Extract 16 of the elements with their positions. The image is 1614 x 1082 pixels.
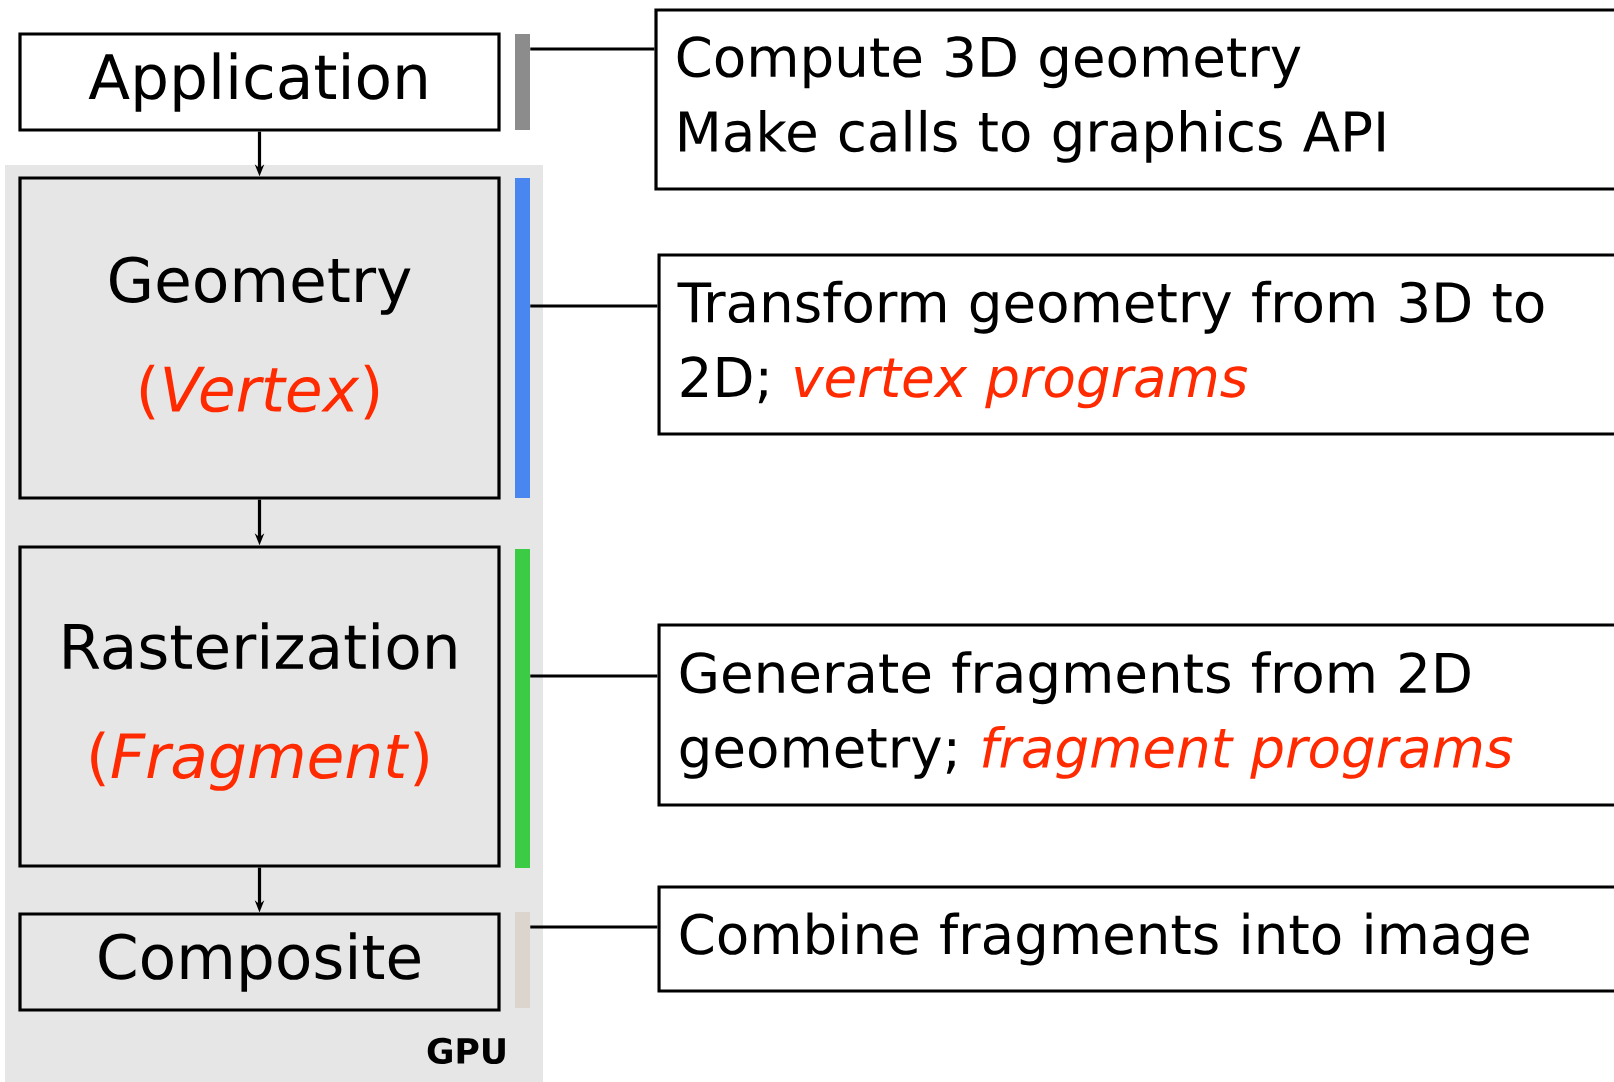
description-box: Generate fragments from 2D geometry; fragment programs [657,623,1614,807]
color-bar [515,178,530,498]
color-bar [515,34,530,130]
connector-line [530,925,658,929]
connector-line [530,304,658,308]
description-box: Combine fragments into image [657,885,1614,993]
color-bar [515,912,530,1008]
stage-box: Application [18,32,501,132]
connector-line [530,674,658,678]
description-box: Compute 3D geometry Make calls to graphics API [654,8,1614,191]
color-bar [515,549,530,868]
stage-box: Rasterization (Fragment) [18,545,501,868]
stage-box: Geometry (Vertex) [18,176,501,500]
connector-line [530,47,655,51]
stage-box: Composite [18,912,501,1012]
description-box: Transform geometry from 3D to 2D; vertex programs [657,253,1614,436]
